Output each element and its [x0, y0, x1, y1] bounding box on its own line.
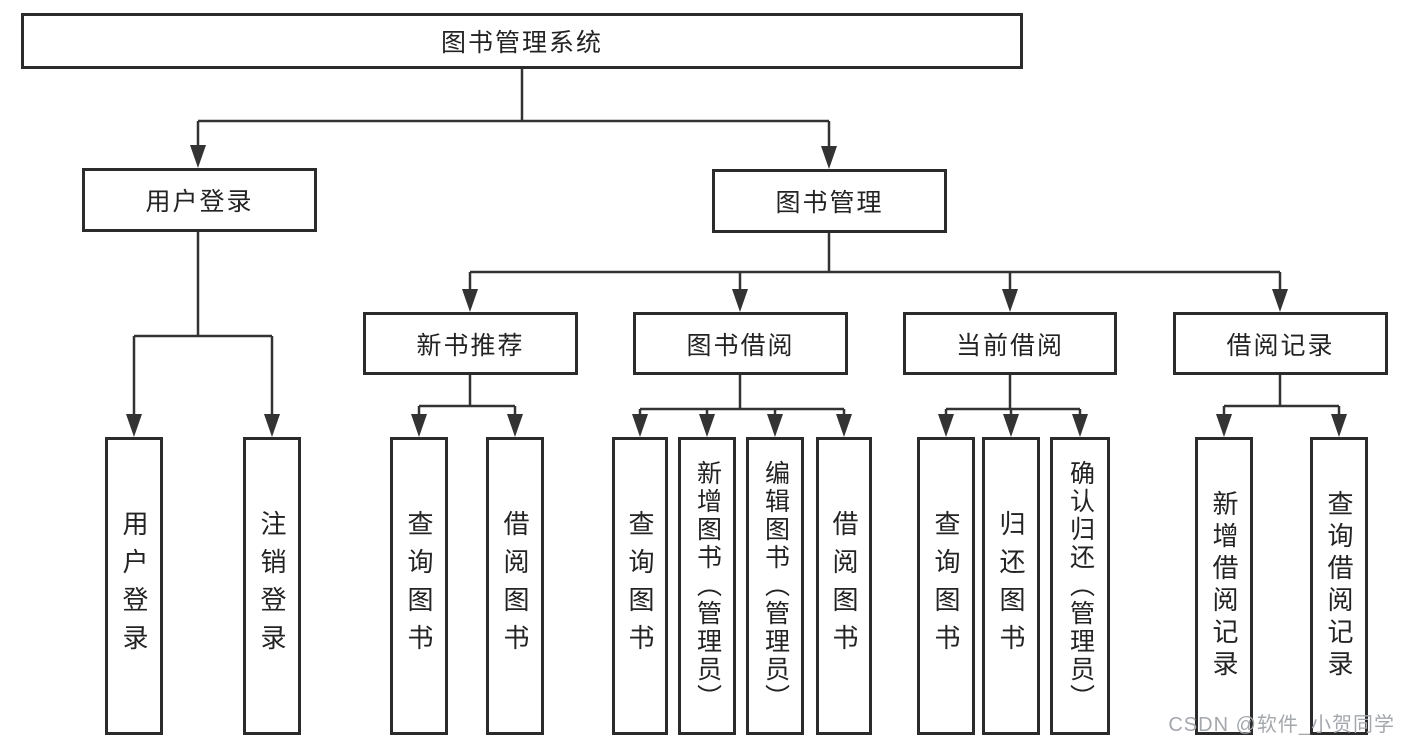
csdn-watermark: CSDN @软件_小贺同学	[1168, 714, 1395, 736]
leaf-query-books-borrow: 查询图书	[612, 437, 668, 735]
node-system-root: 图书管理系统	[21, 13, 1023, 69]
leaf-add-books-admin: 新增图书（管理员）	[678, 437, 736, 735]
leaf-query-books-current: 查询图书	[917, 437, 975, 735]
arrowheads	[126, 145, 1347, 437]
node-book-borrowing: 图书借阅	[633, 312, 848, 375]
leaf-logout: 注销登录	[243, 437, 301, 735]
leaf-query-books-recommend: 查询图书	[390, 437, 448, 735]
leaf-user-login: 用户登录	[105, 437, 163, 735]
node-book-management: 图书管理	[712, 169, 947, 233]
leaf-edit-books-admin: 编辑图书（管理员）	[746, 437, 804, 735]
leaf-add-borrow-record: 新增借阅记录	[1195, 437, 1253, 735]
leaf-confirm-return-admin: 确认归还（管理员）	[1050, 437, 1110, 735]
leaf-return-books: 归还图书	[982, 437, 1040, 735]
leaf-query-borrow-record: 查询借阅记录	[1310, 437, 1368, 735]
leaf-borrow-books-recommend: 借阅图书	[486, 437, 544, 735]
node-user-login: 用户登录	[82, 168, 317, 232]
node-borrowing-records: 借阅记录	[1173, 312, 1388, 375]
node-current-borrowing: 当前借阅	[903, 312, 1117, 375]
node-new-book-recommend: 新书推荐	[363, 312, 578, 375]
leaf-borrow-books: 借阅图书	[816, 437, 872, 735]
